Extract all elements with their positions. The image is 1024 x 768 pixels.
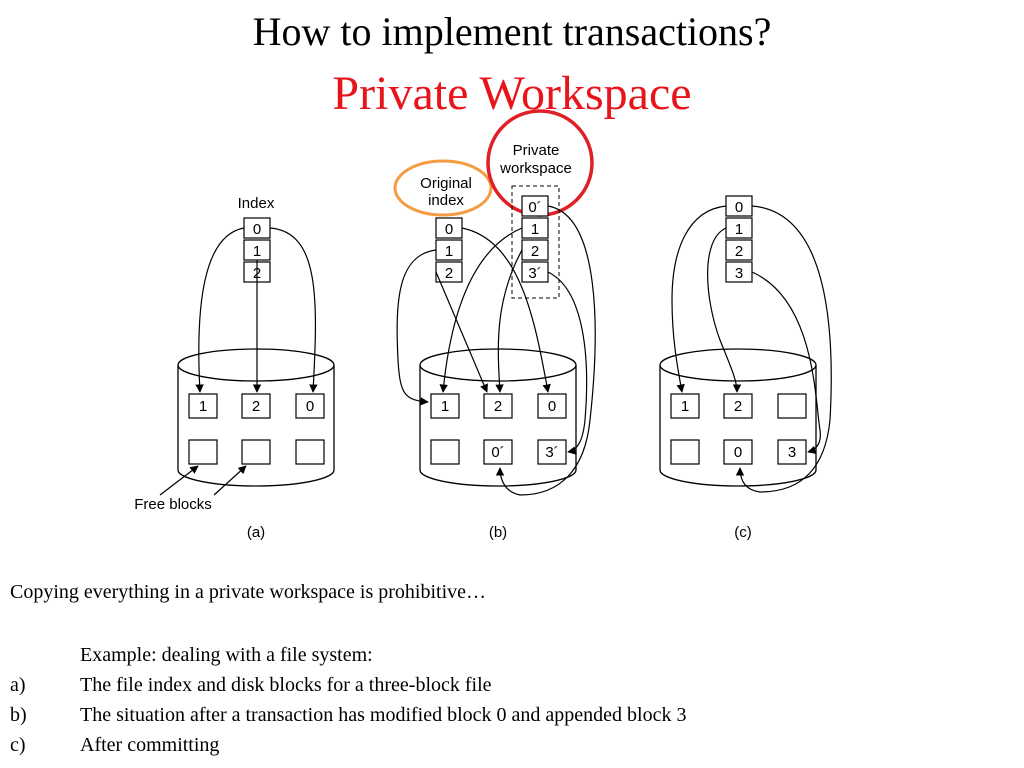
index-cell: 2 xyxy=(725,239,753,261)
private-workspace-box xyxy=(511,185,560,299)
slide-title: How to implement transactions? xyxy=(252,9,772,54)
free-blocks-arrow xyxy=(159,465,199,496)
panel-caption: (b) xyxy=(489,524,507,541)
free-block xyxy=(430,439,460,465)
svg-text:2: 2 xyxy=(734,398,742,415)
private-index-cell: 3´ xyxy=(521,261,549,283)
free-block xyxy=(241,439,271,465)
svg-text:index: index xyxy=(428,192,464,209)
list-item-text: The file index and disk blocks for a thr… xyxy=(80,674,492,696)
svg-text:0: 0 xyxy=(734,444,742,461)
svg-text:0: 0 xyxy=(735,199,743,216)
svg-text:3´: 3´ xyxy=(528,265,541,282)
svg-text:1: 1 xyxy=(253,243,261,260)
intro-text: Copying everything in a private workspac… xyxy=(10,581,487,603)
pointer-arrow xyxy=(435,271,488,393)
pointer-arrow xyxy=(495,205,596,496)
slide-subtitle: Private Workspace xyxy=(332,67,692,120)
disk-block: 2 xyxy=(241,393,271,419)
panel-c: 0 1 2 3 1 2 0 3 (c) xyxy=(659,195,832,541)
svg-text:1: 1 xyxy=(531,221,539,238)
private-index-cell: 0´ xyxy=(521,195,549,217)
svg-text:2: 2 xyxy=(735,243,743,260)
disk-block: 2 xyxy=(723,393,753,419)
private-index-cell: 2 xyxy=(521,239,549,261)
private-workspace-diagram: Index 0 1 2 1 2 0 Free blocks (a) Origin… xyxy=(134,109,832,541)
disk-block: 0 xyxy=(723,439,753,465)
pointer-arrow xyxy=(671,205,727,393)
free-block xyxy=(670,439,700,465)
svg-text:0: 0 xyxy=(548,398,556,415)
svg-text:0´: 0´ xyxy=(528,199,541,216)
index-cell: 1 xyxy=(435,239,463,261)
pointer-arrow xyxy=(495,249,523,393)
example-text: Example: dealing with a file system: xyxy=(80,644,373,666)
disk-block: 2 xyxy=(483,393,513,419)
pointer-arrow xyxy=(195,227,245,393)
pointer-arrow xyxy=(547,271,588,455)
panel-a: Index 0 1 2 1 2 0 Free blocks (a) xyxy=(134,195,335,541)
pointer-arrow xyxy=(396,249,437,406)
disk-block: 1 xyxy=(188,393,218,419)
disk-block: 0 xyxy=(537,393,567,419)
svg-text:1: 1 xyxy=(681,398,689,415)
list-item-text: The situation after a transaction has mo… xyxy=(80,704,687,726)
svg-text:3: 3 xyxy=(788,444,796,461)
pointer-arrow xyxy=(461,227,551,393)
svg-text:workspace: workspace xyxy=(499,160,572,177)
disk-block: 1 xyxy=(430,393,460,419)
svg-text:2: 2 xyxy=(252,398,260,415)
svg-text:1: 1 xyxy=(445,243,453,260)
free-block xyxy=(295,439,325,465)
panel-caption: (a) xyxy=(247,524,265,541)
svg-text:Original: Original xyxy=(420,175,472,192)
index-cell: 0 xyxy=(435,217,463,239)
disk-block: 0 xyxy=(295,393,325,419)
index-cell: 3 xyxy=(725,261,753,283)
svg-text:0: 0 xyxy=(445,221,453,238)
disk-block: 3´ xyxy=(537,439,567,465)
svg-text:2: 2 xyxy=(494,398,502,415)
svg-text:1: 1 xyxy=(199,398,207,415)
original-index-callout: Original index xyxy=(393,159,493,217)
svg-text:0: 0 xyxy=(253,221,261,238)
svg-text:3: 3 xyxy=(735,265,743,282)
pointer-arrow xyxy=(439,227,523,393)
svg-text:2: 2 xyxy=(531,243,539,260)
private-index-cell: 1 xyxy=(521,217,549,239)
pointer-arrow xyxy=(735,205,832,493)
index-label: Index xyxy=(238,195,275,212)
index-cell: 0 xyxy=(243,217,271,239)
pointer-arrow xyxy=(751,271,821,454)
index-cell: 2 xyxy=(435,261,463,283)
svg-text:0´: 0´ xyxy=(491,444,504,461)
svg-text:2: 2 xyxy=(445,265,453,282)
disk-block: 3 xyxy=(777,439,807,465)
list-marker: a) xyxy=(10,674,26,696)
pointer-arrow xyxy=(269,227,318,393)
svg-text:3´: 3´ xyxy=(545,444,558,461)
disk-block: 0´ xyxy=(483,439,513,465)
panel-b: Original index Private workspace 0 1 2 0… xyxy=(393,109,596,541)
free-blocks-label: Free blocks xyxy=(134,496,212,513)
svg-text:1: 1 xyxy=(441,398,449,415)
svg-text:1: 1 xyxy=(735,221,743,238)
index-cell: 0 xyxy=(725,195,753,217)
free-blocks-arrow xyxy=(213,465,247,496)
list-item-text: After committing xyxy=(80,734,220,756)
list-marker: c) xyxy=(10,734,26,756)
private-workspace-callout: Private workspace xyxy=(486,109,594,217)
index-cell: 1 xyxy=(725,217,753,239)
svg-text:0: 0 xyxy=(306,398,314,415)
disk-block: 1 xyxy=(670,393,700,419)
list-marker: b) xyxy=(10,704,27,726)
panel-caption: (c) xyxy=(734,524,752,541)
pointer-arrow xyxy=(707,227,742,393)
free-block xyxy=(188,439,218,465)
svg-text:Private: Private xyxy=(513,142,560,159)
free-block xyxy=(777,393,807,419)
index-cell: 1 xyxy=(243,239,271,261)
